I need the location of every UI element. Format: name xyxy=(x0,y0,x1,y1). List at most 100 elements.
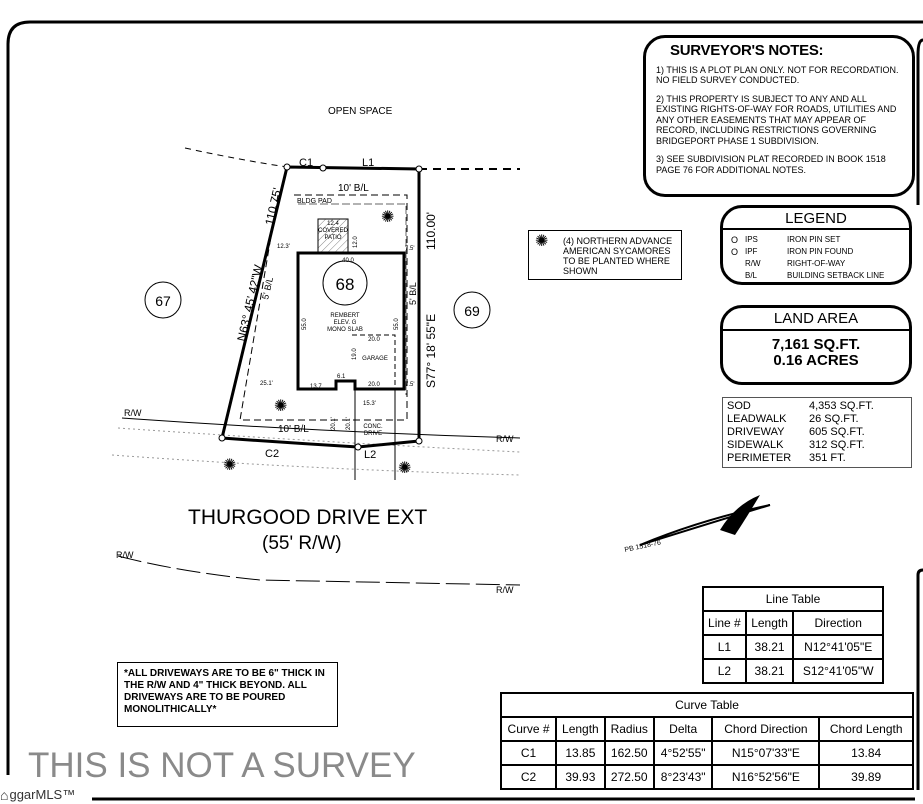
not-a-survey-watermark: THIS IS NOT A SURVEY xyxy=(28,746,416,785)
tree-icons: ✺ ✺ ✺ ✺ xyxy=(223,209,411,477)
front-setback-label: 10' B/L xyxy=(278,424,309,435)
legend-item: R/W RIGHT-OF-WAY xyxy=(731,258,901,270)
cell: 13.84 xyxy=(818,740,914,766)
cell: S12°41'05"W xyxy=(792,658,884,684)
cell: 4°52'55" xyxy=(652,740,714,766)
drive-label: DRIVE xyxy=(364,431,382,437)
patio-label: 12.4 COVERED PATIO xyxy=(318,221,348,241)
east-length: 110.00' xyxy=(424,212,438,250)
dim-12-3: 12.3' xyxy=(277,244,290,250)
surveyors-notes-title: SURVEYOR'S NOTES: xyxy=(670,42,824,59)
covered-patio xyxy=(317,218,349,254)
tree-icon: ✺ xyxy=(535,233,549,250)
land-area: LAND AREA 7,161 SQ.FT. 0.16 ACRES xyxy=(720,305,912,385)
house-icon: ⌂ xyxy=(0,787,9,803)
dim-15-3: 15.3' xyxy=(363,401,376,407)
house-model: REMBERT xyxy=(330,313,360,319)
legend-symbol xyxy=(731,258,745,270)
tree-icon: ✺ xyxy=(223,457,236,474)
legend-abbr: R/W xyxy=(745,259,761,268)
area-label: LEADWALK xyxy=(727,413,787,425)
legend-symbol xyxy=(731,270,745,282)
l1-label: L1 xyxy=(362,157,374,169)
dim-25-1: 25.1' xyxy=(260,381,273,387)
column-header: Curve # xyxy=(499,716,558,742)
house-foundation: MONO SLAB xyxy=(327,327,363,333)
column-header: Chord Length xyxy=(818,716,914,742)
c2-label: C2 xyxy=(265,448,279,460)
tree-icon: ✺ xyxy=(274,398,287,415)
dim-6-1: 6.1 xyxy=(337,374,346,380)
far-right-of-way-line xyxy=(117,555,521,586)
open-space-label: OPEN SPACE xyxy=(328,106,393,117)
table-row: C2 39.93 272.50 8°23'43" N16°52'56"E 39.… xyxy=(499,764,914,790)
dim-20-1: 20.1' xyxy=(331,417,337,430)
cell: C1 xyxy=(499,740,558,766)
table-row: C1 13.85 162.50 4°52'55" N15°07'33"E 13.… xyxy=(499,740,914,766)
line-table-title: Line Table xyxy=(702,586,884,612)
legend-meaning: IRON PIN SET xyxy=(787,235,841,244)
adjacent-sheet-edge xyxy=(916,38,923,790)
garage-label: GARAGE xyxy=(362,356,388,362)
cell: 38.21 xyxy=(744,634,795,660)
bldg-pad-label: BLDG PAD xyxy=(297,198,332,205)
cell: L1 xyxy=(702,634,747,660)
planting-note: ✺ (4) NORTHERN ADVANCE AMERICAN SYCAMORE… xyxy=(528,230,682,280)
rw-label: R/W xyxy=(496,434,514,444)
cell: 39.93 xyxy=(555,764,606,790)
land-area-title: LAND AREA xyxy=(723,310,909,331)
iron-pin xyxy=(415,437,423,445)
area-value: 605 SQ.FT. xyxy=(809,426,865,438)
area-label: PERIMETER xyxy=(727,452,792,464)
curve-table-title: Curve Table xyxy=(500,692,914,718)
legend-abbr: IPS xyxy=(745,235,758,244)
sheet-border xyxy=(6,20,923,775)
building-pad-line xyxy=(298,203,407,395)
column-header: Length xyxy=(744,610,795,636)
right-of-way-line xyxy=(121,417,521,439)
legend-abbr: B/L xyxy=(745,271,758,280)
lot-number-circle xyxy=(144,281,182,319)
column-header: Line # xyxy=(702,610,747,636)
cell: 39.89 xyxy=(818,764,914,790)
legend-meaning: IRON PIN FOUND xyxy=(787,247,854,256)
dim-7-5-bottom: 7.5' xyxy=(405,382,415,388)
legend-meaning: BUILDING SETBACK LINE xyxy=(787,271,885,280)
area-label: SIDEWALK xyxy=(727,439,784,451)
note-3: 3) SEE SUBDIVISION PLAT RECORDED IN BOOK… xyxy=(656,154,886,175)
iron-pin xyxy=(218,434,226,442)
curve-table: Curve Table Curve # Length Radius Delta … xyxy=(499,692,914,790)
open-space-line xyxy=(184,147,288,168)
iron-pin xyxy=(283,163,291,171)
note-1: 1) THIS IS A PLOT PLAN ONLY. NOT FOR REC… xyxy=(656,64,899,86)
street-name: THURGOOD DRIVE EXT xyxy=(188,506,427,529)
drive-label: CONC. xyxy=(363,424,383,430)
area-label: SOD xyxy=(727,400,751,412)
area-row: SIDEWALK 312 SQ.FT. xyxy=(727,439,907,452)
area-value: 312 SQ.FT. xyxy=(809,439,865,451)
house-left-depth: 55.0 xyxy=(302,318,308,330)
note-2: 2) THIS PROPERTY IS SUBJECT TO ANY AND A… xyxy=(656,93,897,146)
c1-label: C1 xyxy=(299,157,313,169)
lot-number-circle xyxy=(322,260,368,306)
patio-depth: 12.0 xyxy=(353,236,359,248)
surveyors-notes: SURVEYOR'S NOTES: 1) THIS IS A PLOT PLAN… xyxy=(643,35,915,197)
rw-label: R/W xyxy=(116,550,134,560)
cell: 13.85 xyxy=(555,740,606,766)
side-setback-right: 5' B/L xyxy=(408,282,418,305)
driveway-note: *ALL DRIVEWAYS ARE TO BE 6" THICK IN THE… xyxy=(117,662,338,727)
legend-meaning: RIGHT-OF-WAY xyxy=(787,259,846,268)
house-right-depth: 55.0 xyxy=(394,318,400,330)
cell: 8°23'43" xyxy=(652,764,714,790)
lot-number-circle xyxy=(453,291,491,329)
cell: 38.21 xyxy=(744,658,795,684)
cell: C2 xyxy=(499,764,558,790)
